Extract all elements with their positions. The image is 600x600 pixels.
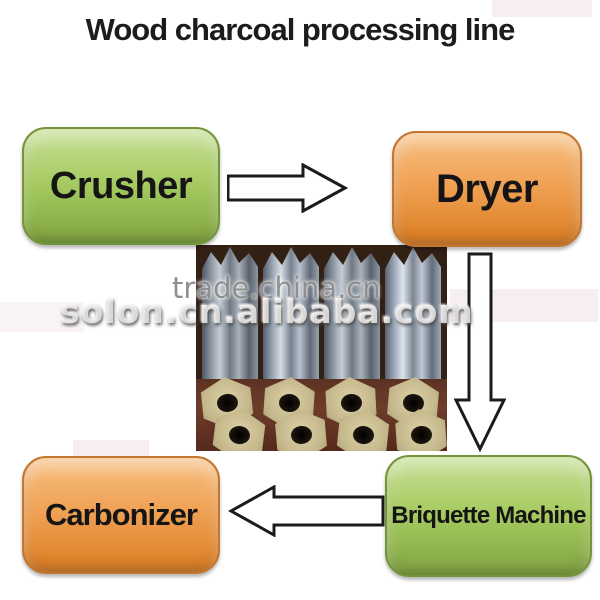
pink-patch-bottom-left <box>73 440 149 457</box>
arrow-briquette-to-carbonizer-icon <box>228 485 385 537</box>
node-dryer: Dryer <box>392 131 582 247</box>
charcoal-briquettes-photo <box>196 245 447 451</box>
node-carbonizer: Carbonizer <box>22 456 220 574</box>
watermark-trade-china: trade.china.cn <box>172 271 381 305</box>
node-briquette-machine-label: Briquette Machine <box>391 502 586 529</box>
node-briquette-machine: Briquette Machine <box>385 455 592 577</box>
node-crusher: Crusher <box>22 127 220 245</box>
page-title: Wood charcoal processing line <box>85 12 516 47</box>
arrow-dryer-to-briquette-icon <box>454 252 506 452</box>
watermark-alibaba: solon.cn.alibaba.com <box>60 292 474 331</box>
node-dryer-label: Dryer <box>435 166 539 211</box>
pink-patch-top-right <box>492 0 592 17</box>
arrow-crusher-to-dryer-icon <box>227 163 348 213</box>
pink-patch-left <box>0 302 84 332</box>
node-carbonizer-label: Carbonizer <box>45 497 198 532</box>
node-crusher-label: Crusher <box>49 164 193 207</box>
